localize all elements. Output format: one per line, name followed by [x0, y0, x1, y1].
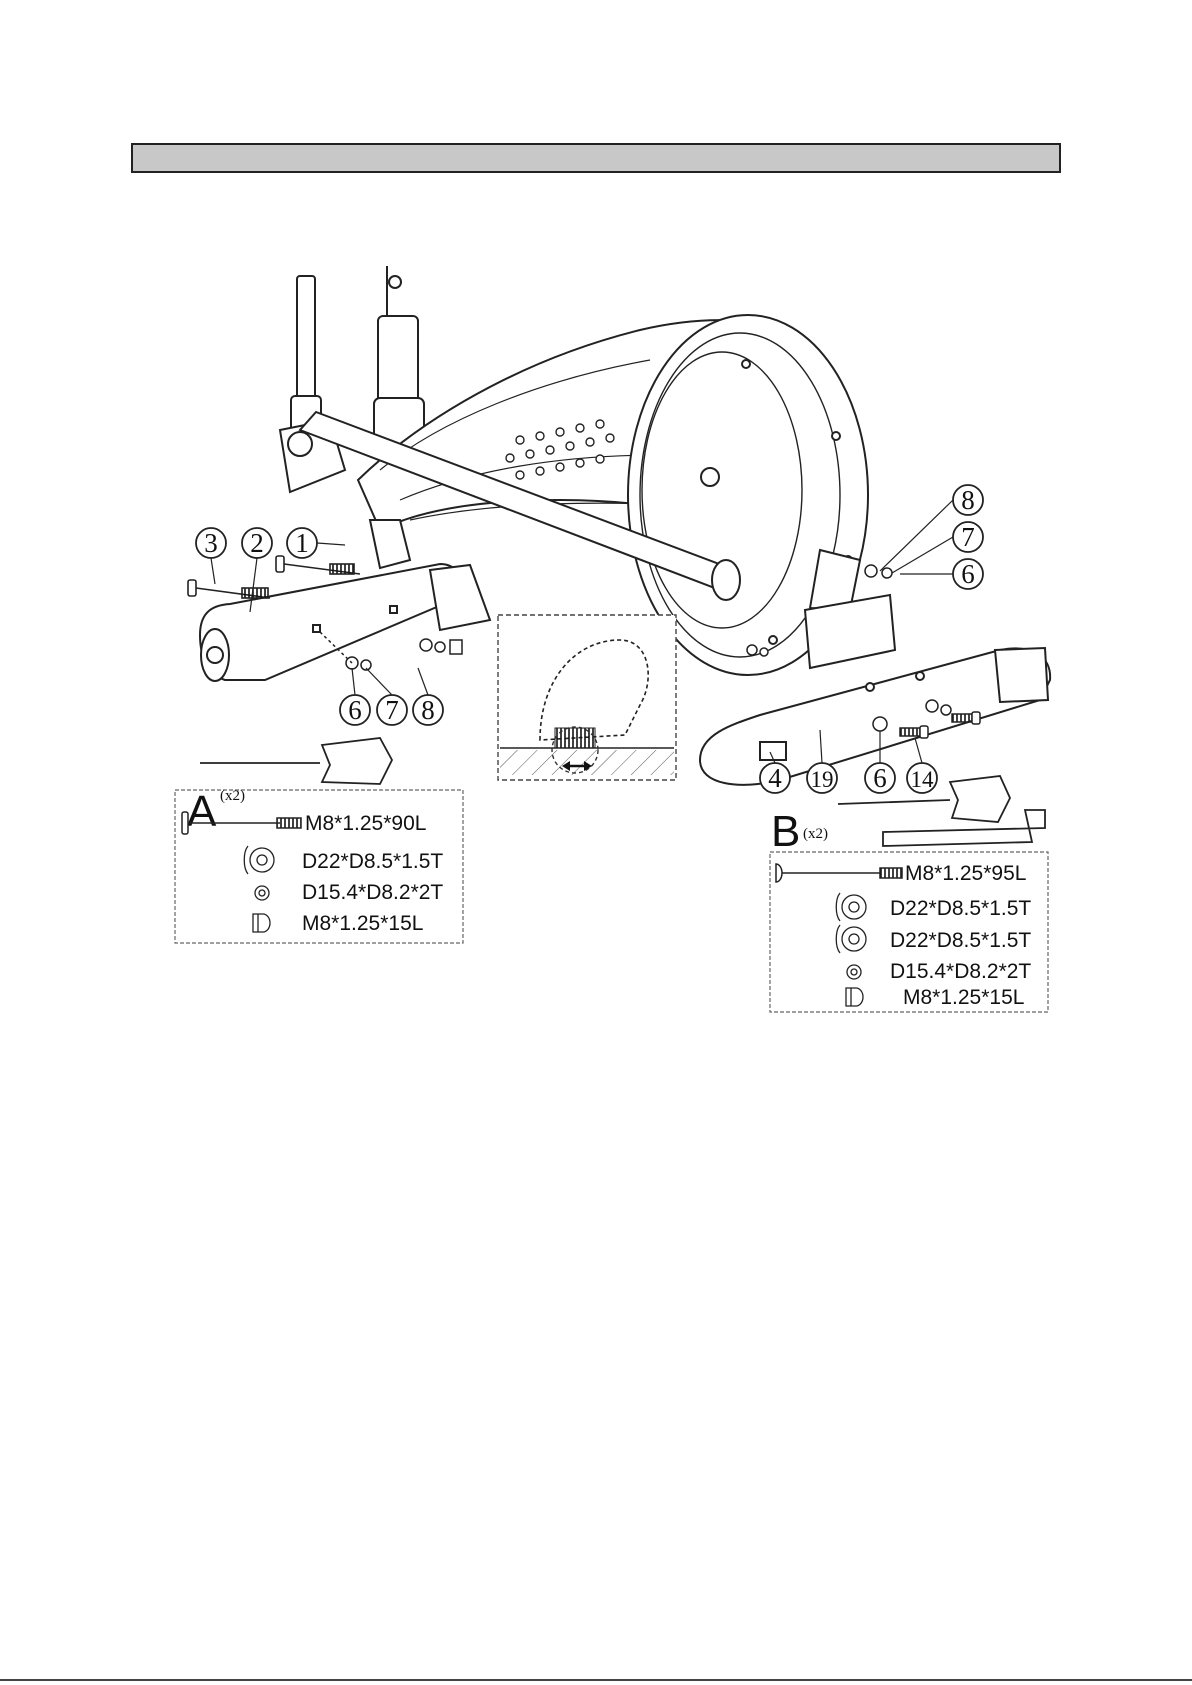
- handle-post-mid: [378, 316, 418, 408]
- callout-6c-text: 6: [873, 763, 887, 793]
- kit-a-letter: A: [187, 787, 217, 836]
- kit-a-spec-1: M8*1.25*90L: [305, 812, 426, 835]
- bolt-part-1: [276, 556, 360, 574]
- callout-8b-text: 8: [961, 485, 975, 515]
- callout-19-text: 19: [811, 767, 834, 792]
- callout-6b-text: 6: [961, 559, 975, 589]
- kit-b-cap-nut-icon: [846, 988, 863, 1006]
- handle-post-left: [297, 276, 315, 398]
- page-bottom-rule: [0, 1679, 1192, 1681]
- kit-a-quantity: (x2): [220, 788, 245, 804]
- callout-2-text: 2: [250, 528, 264, 558]
- callout-7b-text: 7: [961, 522, 975, 552]
- kit-b-spec-4: D15.4*D8.2*2T: [890, 960, 1031, 983]
- kit-a-spec-3: D15.4*D8.2*2T: [302, 881, 443, 904]
- screwdriver-wrench-tool-left: [200, 738, 392, 784]
- callout-4-text: 4: [768, 763, 782, 793]
- leveler-detail-inset: [498, 615, 676, 780]
- kit-b-spec-3: D22*D8.5*1.5T: [890, 929, 1031, 952]
- callout-8a-text: 8: [421, 695, 435, 725]
- kit-a-spec-2: D22*D8.5*1.5T: [302, 850, 443, 873]
- callout-7a-text: 7: [385, 695, 399, 725]
- kit-a-cap-nut-icon: [253, 914, 270, 932]
- kit-b-spec-5: M8*1.25*15L: [903, 986, 1024, 1009]
- callout-6a-text: 6: [348, 695, 362, 725]
- callout-14-text: 14: [911, 767, 935, 792]
- kit-b-letter: B: [771, 807, 800, 856]
- callout-3-text: 3: [204, 528, 218, 558]
- kit-b-spec-1: M8*1.25*95L: [905, 862, 1026, 885]
- kit-b-quantity: (x2): [803, 826, 828, 842]
- kit-a-spec-4: M8*1.25*15L: [302, 912, 423, 935]
- hardware-kit-a: A (x2) M8*1.25*90L D22*D8.5*1.5T D15.4*D…: [175, 787, 463, 943]
- callout-1-text: 1: [295, 528, 309, 558]
- kit-b-spring-washer-icon: [847, 965, 861, 979]
- kit-b-spec-2: D22*D8.5*1.5T: [890, 897, 1031, 920]
- bolt-part-3: [188, 580, 270, 598]
- front-stabilizer: [200, 564, 490, 681]
- kit-a-spring-washer-icon: [255, 886, 269, 900]
